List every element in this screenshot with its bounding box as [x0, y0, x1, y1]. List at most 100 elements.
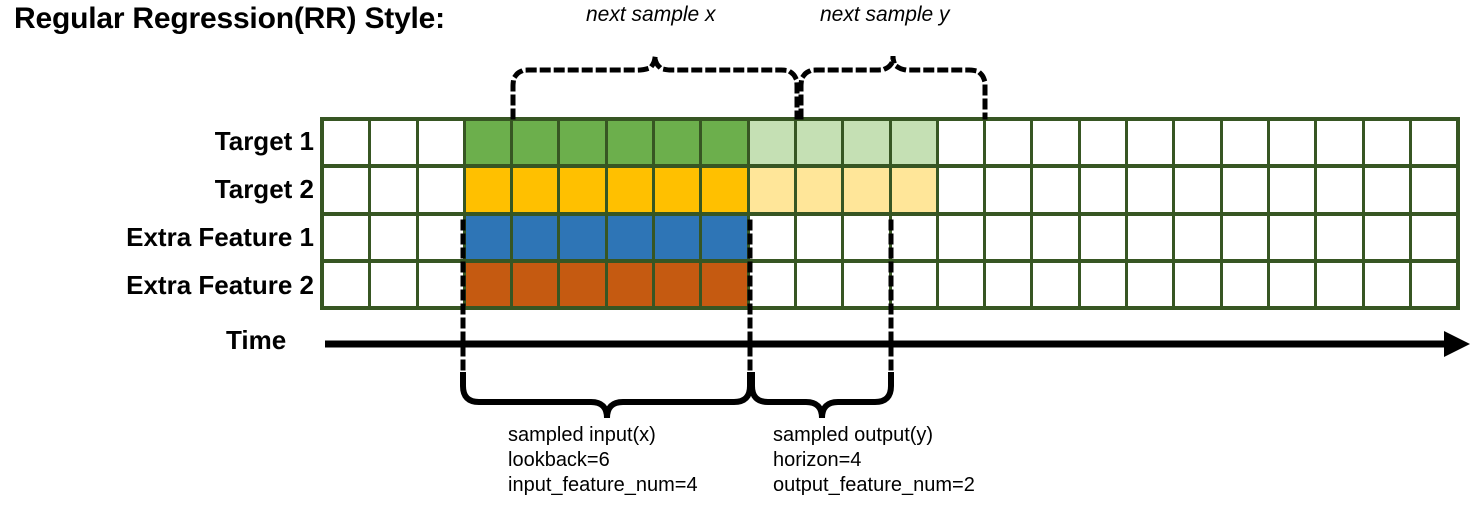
- grid-cell: [1033, 262, 1078, 306]
- grid-cell: [1080, 121, 1126, 165]
- grid-cell: [1222, 215, 1267, 259]
- caption-next-sample-x: next sample x: [586, 3, 716, 26]
- grid-cell: [1222, 262, 1267, 306]
- grid-cell: [702, 121, 747, 165]
- grid-cell: [560, 215, 605, 259]
- grid-cell: [465, 215, 511, 259]
- grid-cell: [702, 262, 747, 306]
- grid-cell: [1317, 215, 1362, 259]
- grid-cell: [418, 168, 463, 212]
- grid-cell: [1317, 262, 1362, 306]
- grid-cell: [560, 262, 605, 306]
- grid-cell: [371, 121, 416, 165]
- grid-cell: [418, 262, 463, 306]
- grid-cell: [891, 168, 936, 212]
- grid-cell: [1269, 168, 1315, 212]
- grid-cell: [749, 262, 794, 306]
- grid-cell: [1080, 215, 1126, 259]
- grid-cell: [655, 121, 700, 165]
- annotation-output-title: sampled output(y): [773, 424, 934, 446]
- grid-cell: [986, 215, 1031, 259]
- grid-cell: [418, 121, 463, 165]
- grid-cell: [1175, 168, 1220, 212]
- grid-cell: [607, 121, 653, 165]
- grid-cell: [324, 262, 369, 306]
- grid-cell: [986, 121, 1031, 165]
- grid-row-target-2: [324, 168, 1457, 212]
- grid-cell: [324, 168, 369, 212]
- grid-cell: [465, 262, 511, 306]
- grid-cell: [1411, 215, 1457, 259]
- annotation-input-title: sampled input(x): [508, 424, 656, 446]
- dotted-brace-next-sample-y: [798, 55, 988, 120]
- page-title: Regular Regression(RR) Style:: [14, 2, 445, 35]
- annotation-sampled-output: sampled output(y) horizon=4 output_featu…: [773, 423, 975, 498]
- grid-cell: [371, 215, 416, 259]
- grid-cell: [655, 168, 700, 212]
- annotation-output-feature-num: output_feature_num=2: [773, 474, 975, 496]
- grid-cell: [1364, 121, 1409, 165]
- grid-cell: [655, 262, 700, 306]
- grid-cell: [513, 262, 558, 306]
- annotation-input-feature-num: input_feature_num=4: [508, 474, 698, 496]
- grid-cell: [465, 121, 511, 165]
- grid-cell: [891, 121, 936, 165]
- grid-cell: [749, 121, 794, 165]
- brace-sampled-input: [460, 372, 753, 419]
- grid-cell: [1411, 121, 1457, 165]
- grid-cell: [324, 121, 369, 165]
- grid-cell: [1175, 262, 1220, 306]
- grid-cell: [986, 168, 1031, 212]
- grid-cell: [655, 215, 700, 259]
- grid-cell: [1033, 121, 1078, 165]
- grid-cell: [844, 168, 889, 212]
- grid-cell: [796, 168, 842, 212]
- grid-cell: [702, 215, 747, 259]
- grid-cell: [749, 215, 794, 259]
- grid-cell: [938, 121, 984, 165]
- timeline-grid: [320, 117, 1460, 310]
- grid-cell: [1269, 121, 1315, 165]
- grid-cell: [1175, 215, 1220, 259]
- grid-cell: [1269, 215, 1315, 259]
- grid-cell: [1128, 168, 1173, 212]
- grid-cell: [560, 168, 605, 212]
- grid-cell: [607, 168, 653, 212]
- row-label-extra-feature-1: Extra Feature 1: [126, 222, 314, 252]
- row-label-extra-feature-2: Extra Feature 2: [126, 270, 314, 300]
- brace-sampled-output: [749, 372, 894, 419]
- grid-cell: [607, 262, 653, 306]
- grid-cell: [986, 262, 1031, 306]
- grid-cell: [1128, 121, 1173, 165]
- grid-cell: [1128, 262, 1173, 306]
- grid-row-target-1: [324, 121, 1457, 165]
- grid-cell: [844, 215, 889, 259]
- caption-next-sample-y: next sample y: [820, 3, 950, 26]
- grid-cell: [371, 262, 416, 306]
- grid-cell: [324, 215, 369, 259]
- grid-cell: [1222, 121, 1267, 165]
- time-axis-arrowhead: [1444, 331, 1470, 357]
- grid-cell: [1033, 215, 1078, 259]
- grid-row-extra-feature-2: [324, 262, 1457, 306]
- grid-row-extra-feature-1: [324, 215, 1457, 259]
- grid-cell: [560, 121, 605, 165]
- grid-cell: [513, 215, 558, 259]
- grid-cell: [938, 168, 984, 212]
- grid-cell: [1317, 121, 1362, 165]
- grid-cell: [796, 215, 842, 259]
- grid-cell: [1269, 262, 1315, 306]
- grid-cell: [371, 168, 416, 212]
- grid-cell: [1364, 215, 1409, 259]
- grid-cell: [1175, 121, 1220, 165]
- grid-cell: [513, 121, 558, 165]
- grid-cell: [1364, 262, 1409, 306]
- grid-cell: [1317, 168, 1362, 212]
- grid-cell: [891, 215, 936, 259]
- grid-cell: [844, 121, 889, 165]
- grid-cell: [796, 121, 842, 165]
- grid-cell: [1364, 168, 1409, 212]
- grid-cell: [1411, 262, 1457, 306]
- row-label-target-1: Target 1: [214, 126, 314, 156]
- grid-cell: [465, 168, 511, 212]
